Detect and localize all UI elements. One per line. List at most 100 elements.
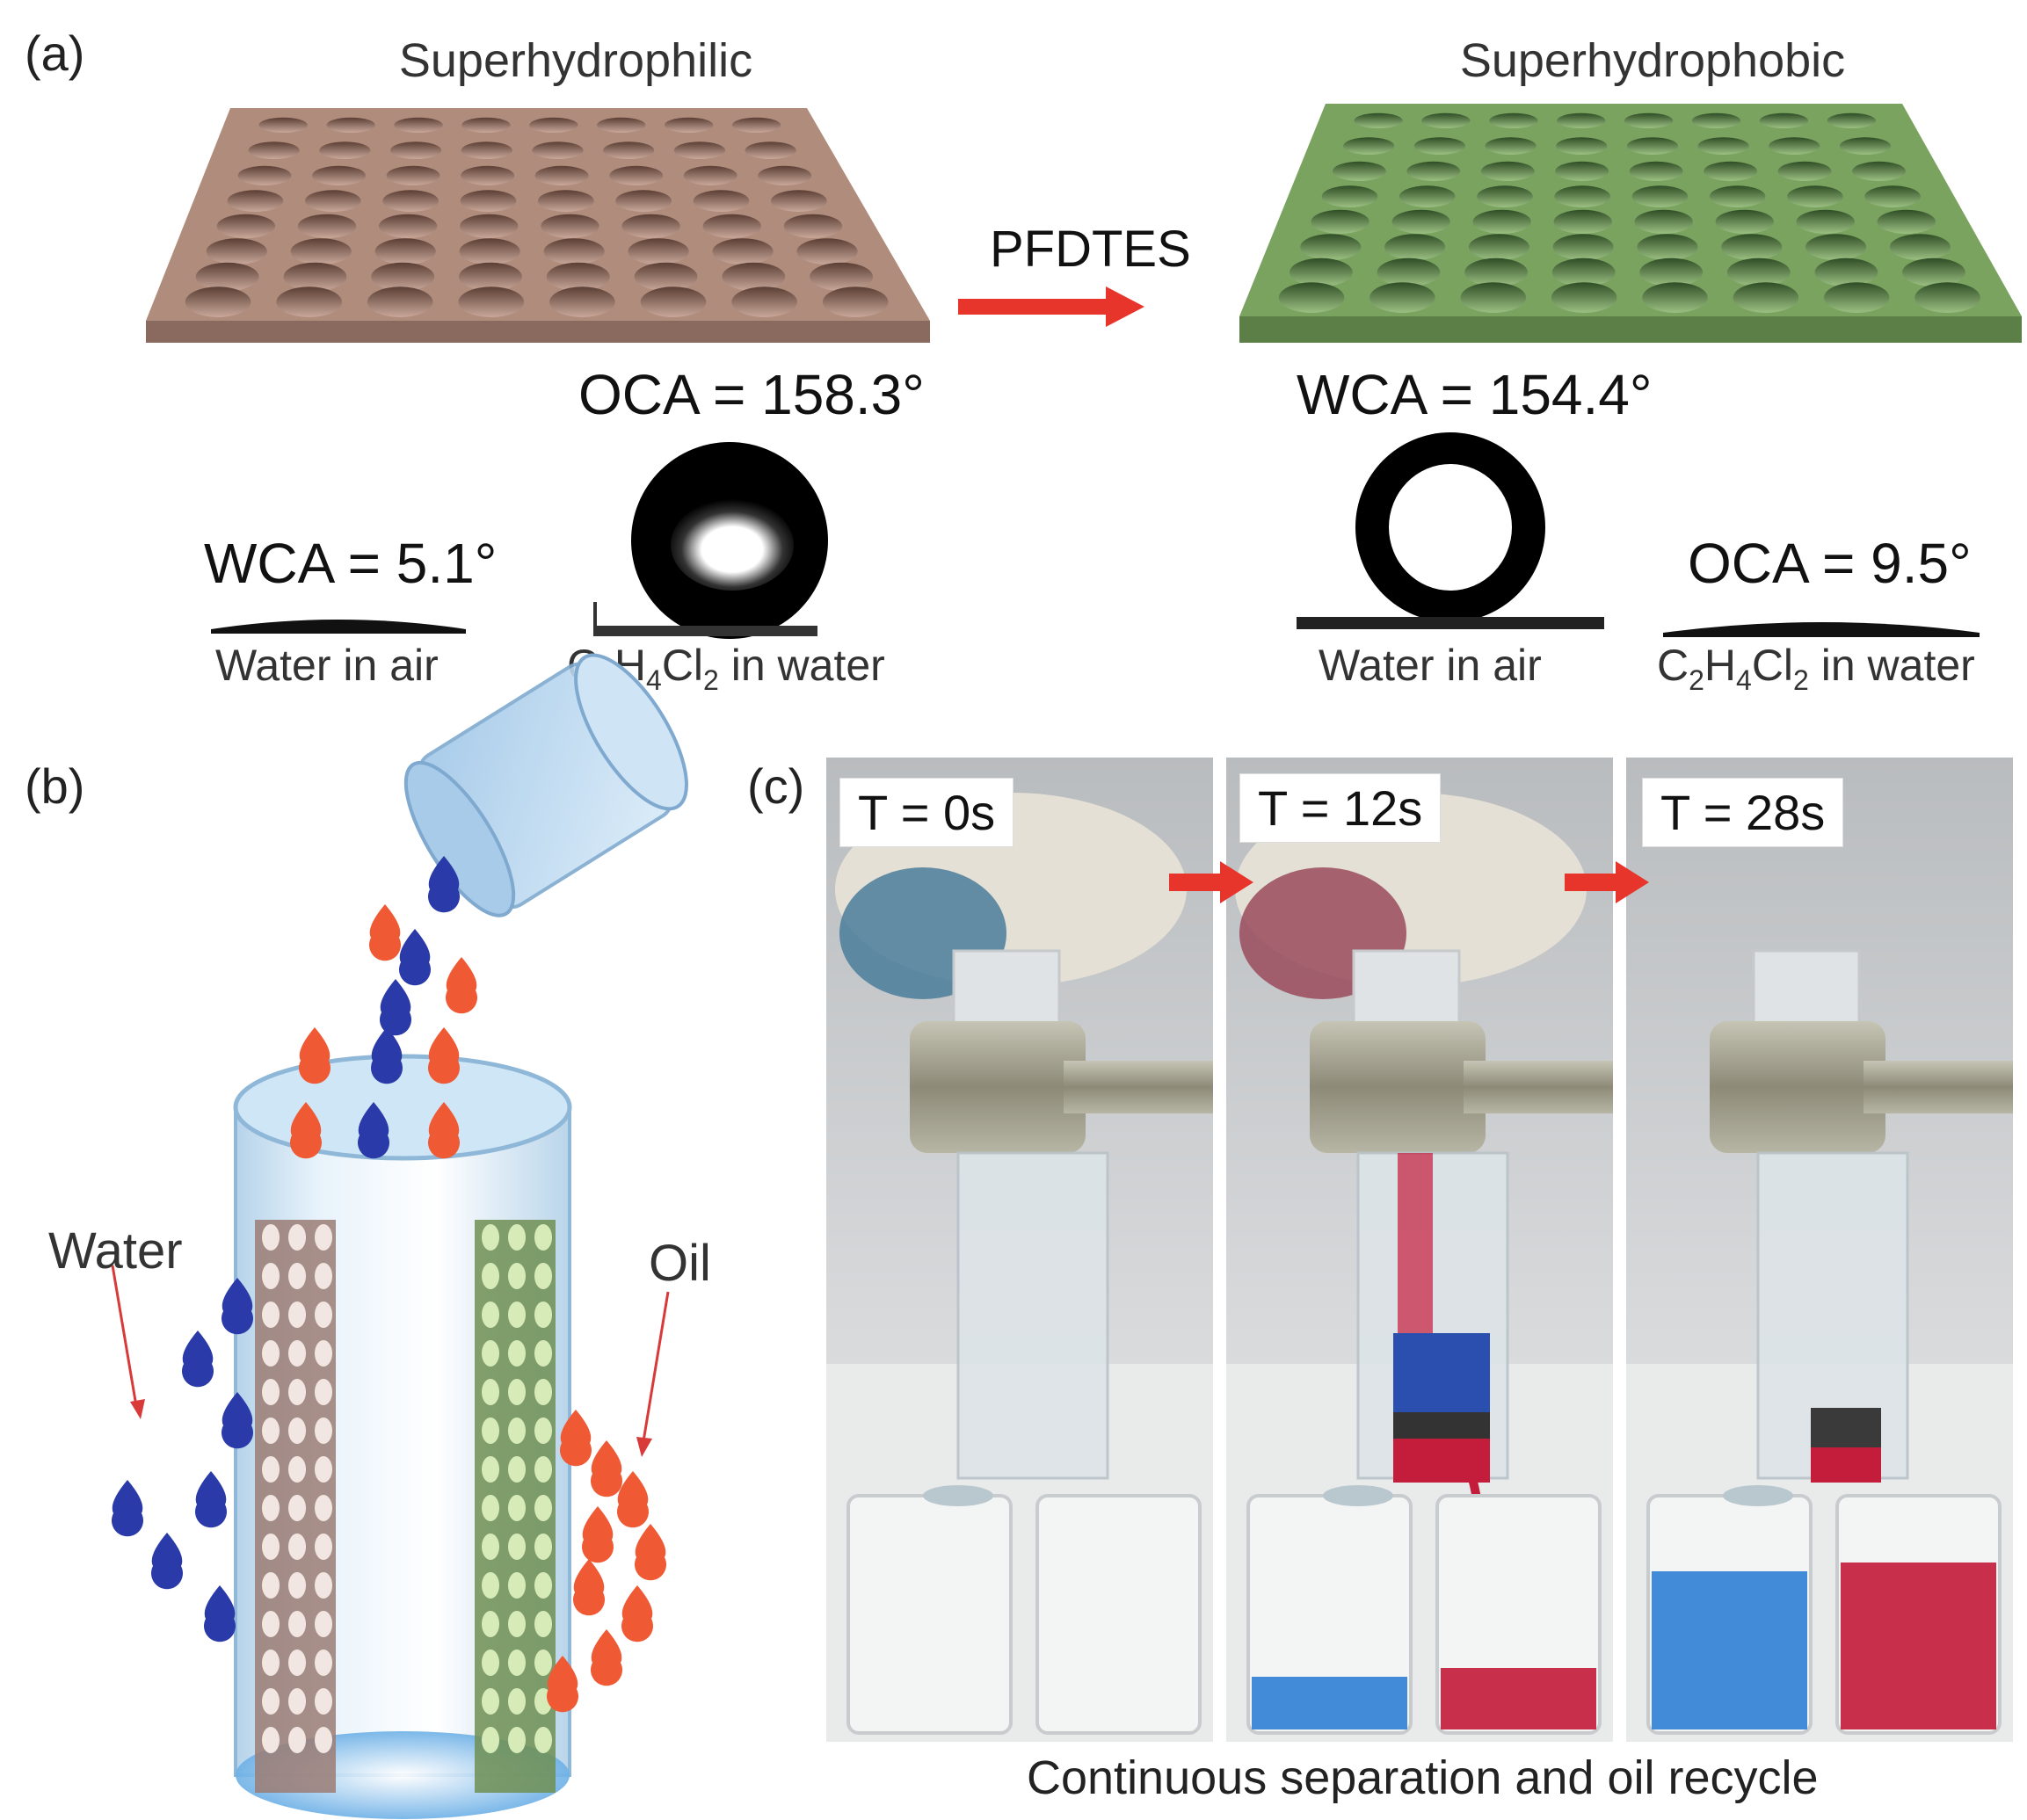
time-label-0: T = 0s <box>839 778 1014 847</box>
mesh-hole <box>1629 161 1683 181</box>
strip-hole <box>288 1340 306 1367</box>
mesh-hole <box>386 165 440 185</box>
left-cap-post: in water <box>718 641 885 690</box>
superhydrophilic-title: Superhydrophilic <box>398 34 753 87</box>
strip-hole <box>315 1688 332 1715</box>
strip-hole <box>482 1340 499 1367</box>
mesh-hole <box>1556 137 1608 155</box>
strip-hole <box>534 1263 552 1289</box>
blue-water-liquid <box>1652 1571 1807 1729</box>
water-droplet <box>182 1331 214 1388</box>
modification-arrow <box>958 286 1144 327</box>
photo-frame-1 <box>1226 758 1613 1742</box>
mesh-hole <box>367 286 433 317</box>
mesh-hole <box>1637 234 1698 260</box>
strip-hole <box>482 1688 499 1715</box>
mesh-hole <box>664 117 714 133</box>
strip-hole <box>482 1379 499 1405</box>
right-cap-cl: Cl <box>1751 641 1794 690</box>
mesh-hole <box>1787 185 1843 207</box>
strip-hole <box>262 1418 280 1444</box>
photo-frame-2 <box>1626 758 2013 1742</box>
mesh-hole <box>1796 209 1855 234</box>
strip-hole <box>262 1611 280 1637</box>
mesh-hole <box>532 141 584 159</box>
water-droplet <box>195 1471 227 1528</box>
strip-hole <box>288 1572 306 1599</box>
mesh-hole <box>1631 185 1689 207</box>
strip-hole <box>315 1572 332 1599</box>
mesh-hole <box>1557 112 1606 128</box>
strip-hole <box>288 1611 306 1637</box>
mesh-hole <box>326 117 375 133</box>
mesh-hole <box>1406 161 1461 181</box>
mesh-hole <box>1759 112 1809 128</box>
mesh-hole <box>1733 282 1799 313</box>
strip-hole <box>288 1495 306 1521</box>
mesh-hole <box>1460 282 1526 313</box>
right-caption-water-in-air: Water in air <box>1319 641 1542 690</box>
oil-droplet <box>590 1629 623 1686</box>
mesh-hole <box>195 262 259 291</box>
oil-droplet <box>547 1656 578 1713</box>
oil-droplet <box>290 1102 322 1159</box>
mesh-hole <box>1343 137 1395 155</box>
mesh-hole <box>1626 137 1678 155</box>
pfdtes-label: PFDTES <box>990 221 1191 278</box>
strip-hole <box>482 1572 499 1599</box>
strip-hole <box>288 1534 306 1560</box>
strip-hole <box>534 1224 552 1251</box>
strip-hole <box>508 1340 526 1367</box>
right-cap-sub3: 2 <box>1793 664 1809 696</box>
mesh-hole <box>1839 137 1891 155</box>
mesh-hole <box>771 190 827 212</box>
strip-hole <box>508 1302 526 1328</box>
strip-hole <box>482 1418 499 1444</box>
strip-hole <box>288 1379 306 1405</box>
mesh-hole <box>1697 137 1749 155</box>
mesh-hole <box>283 262 347 291</box>
mesh-hole <box>1814 257 1878 286</box>
right-cap-post: in water <box>1808 641 1975 690</box>
strip-hole <box>534 1727 552 1753</box>
mesh-hole <box>1332 161 1386 181</box>
left-cap-cl: Cl <box>661 641 704 690</box>
strip-hole <box>508 1263 526 1289</box>
mesh-hole <box>461 141 512 159</box>
strip-hole <box>482 1727 499 1753</box>
time-label-1: T = 12s <box>1239 773 1442 843</box>
mesh-hole <box>1464 257 1528 286</box>
oil-droplet <box>446 957 477 1014</box>
water-droplet <box>428 856 460 913</box>
mesh-hole <box>461 165 515 185</box>
strip-hole <box>315 1534 332 1560</box>
strip-hole <box>482 1534 499 1560</box>
water-droplet <box>358 1102 390 1159</box>
mesh-hole <box>1421 112 1471 128</box>
mesh-hole <box>796 238 858 265</box>
mesh-hole <box>1480 161 1535 181</box>
mesh-hole <box>1552 234 1614 260</box>
mesh-hole <box>529 117 578 133</box>
right-oca-value: OCA = 9.5° <box>1688 532 1972 595</box>
mesh-hole <box>1691 112 1741 128</box>
time-arrow-2 <box>1565 861 1649 903</box>
mesh-hole <box>389 141 442 159</box>
mesh-hole <box>1624 112 1674 128</box>
mesh-hole <box>1805 234 1867 260</box>
oil-droplet <box>560 1410 592 1467</box>
mesh-hole <box>1877 209 1936 234</box>
mesh-hole <box>1311 209 1369 234</box>
mesh-hole <box>758 165 812 185</box>
mesh-hole <box>621 214 680 238</box>
oil-droplet <box>572 1559 606 1616</box>
mesh-hole <box>609 165 664 185</box>
strip-hole <box>534 1572 552 1599</box>
strip-hole <box>508 1572 526 1599</box>
mesh-hole <box>534 165 589 185</box>
mesh-hole <box>206 238 267 265</box>
strip-hole <box>315 1340 332 1367</box>
mesh-hole <box>297 214 357 238</box>
water-droplet <box>204 1585 236 1642</box>
mesh-hole <box>615 190 672 212</box>
